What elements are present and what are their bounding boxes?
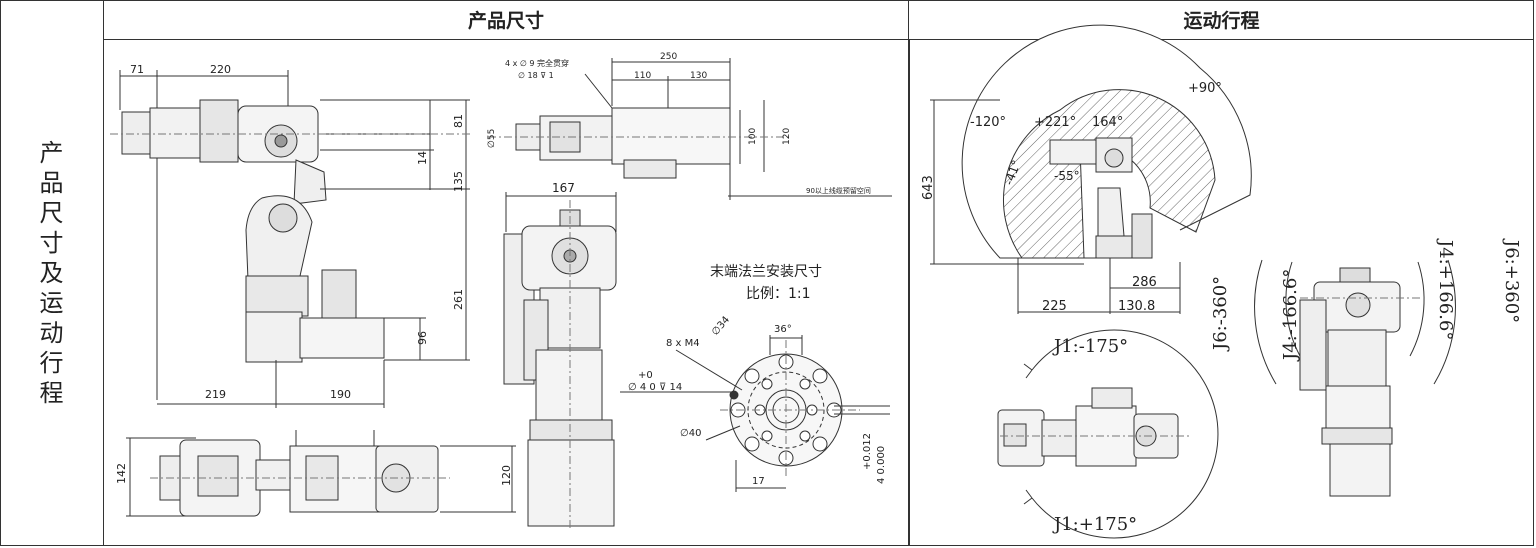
row-label-char: 品: [39, 169, 64, 197]
dim-120: 120: [782, 128, 792, 145]
dim-643: 643: [921, 175, 936, 200]
tol-plus: +0: [638, 370, 653, 381]
flange-drawing: [620, 335, 890, 492]
dim-8xm4: 8 x M4: [666, 338, 700, 349]
row-label-char: 产: [39, 139, 64, 167]
dim-130: 130: [690, 71, 707, 81]
dim-14: 14: [416, 151, 429, 165]
j1-minus-label: J1:-175°: [1052, 336, 1128, 357]
j6-plus-label: J6:+360°: [1501, 238, 1522, 323]
dim-36deg: 36°: [774, 324, 792, 335]
dim-100: 100: [748, 128, 758, 145]
hole-note-2: ∅ 18 ⊽ 1: [518, 71, 554, 80]
header-range-of-motion: 运动行程: [909, 0, 1534, 40]
front-view: [503, 192, 617, 530]
angle-plus221: +221°: [1034, 115, 1076, 130]
angle-plus90: +90°: [1188, 81, 1222, 96]
j4-minus-label: J4:-166.6°: [1280, 269, 1301, 362]
column-divider: [908, 40, 910, 546]
bottom-view: [126, 430, 516, 517]
j4-j6-labels: J6:-360° J4:-166.6° J4:+166.6° J6:+360°: [1210, 238, 1522, 362]
row-label-char: 运: [39, 289, 64, 317]
angle-minus55: -55°: [1054, 169, 1080, 183]
dim-190: 190: [330, 388, 351, 401]
dim-219: 219: [205, 388, 226, 401]
angle-minus120: -120°: [970, 115, 1006, 130]
dim-96: 96: [416, 331, 429, 345]
dim-250: 250: [660, 52, 677, 62]
tol2-a: +0.012: [862, 433, 873, 470]
dim-167: 167: [552, 181, 575, 195]
dim-130-8: 130.8: [1118, 299, 1155, 314]
workspace-diagram: [930, 24, 1252, 314]
side-view: [110, 70, 470, 408]
angle-164: 164°: [1092, 115, 1123, 130]
hole-note-1: 4 x ∅ 9 完全贯穿: [505, 58, 569, 68]
j4-j6-rotation-diagram: [1254, 259, 1456, 497]
j1-rotation-diagram: [997, 329, 1219, 539]
dim-225: 225: [1042, 299, 1067, 314]
dim-135: 135: [452, 171, 465, 192]
dim-55: ∅55: [487, 129, 497, 148]
row-label-char: 及: [39, 259, 64, 287]
side-view-dimensions: 71 220 81 14 135 261 96 219 190: [130, 63, 465, 401]
row-label-char: 动: [39, 319, 64, 347]
row-label-char: 尺: [39, 199, 64, 227]
cable-note: 90以上线缆预留空间: [806, 186, 871, 195]
flange-title: 末端法兰安装尺寸: [710, 264, 822, 280]
row-label-char: 寸: [39, 229, 64, 257]
dim-286: 286: [1132, 275, 1157, 290]
dim-81: 81: [452, 114, 465, 128]
flange-labels: 末端法兰安装尺寸 比例：1:1 ∅34 36° 8 x M4 +0 ∅ 4 0 …: [628, 264, 887, 487]
front-view-dimensions: 167: [552, 181, 575, 195]
dim-71: 71: [130, 63, 144, 76]
j4-plus-label: J4:+166.6°: [1435, 238, 1456, 340]
j6-minus-label: J6:-360°: [1210, 276, 1231, 352]
dim-261: 261: [452, 289, 465, 310]
top-view: [488, 58, 892, 200]
dim-hole: ∅ 4 0 ⊽ 14: [628, 382, 682, 393]
j1-labels: J1:-175° J1:+175°: [1052, 336, 1137, 535]
row-label-char: 程: [39, 379, 64, 407]
row-label-cell: 产 品 尺 寸 及 运 动 行 程: [0, 0, 104, 546]
j1-plus-label: J1:+175°: [1052, 514, 1137, 535]
dim-220: 220: [210, 63, 231, 76]
header-product-dimensions: 产品尺寸: [104, 0, 909, 40]
dim-d34: ∅34: [710, 314, 732, 337]
dim-120-bottom: 120: [500, 465, 513, 486]
tol2-b: 4 0.000: [876, 446, 887, 484]
dim-110: 110: [634, 71, 651, 81]
top-view-dimensions: 4 x ∅ 9 完全贯穿 ∅ 18 ⊽ 1 250 110 130 ∅55 10…: [487, 52, 871, 195]
dim-d40: ∅40: [680, 428, 701, 439]
dim-17: 17: [752, 476, 765, 487]
flange-scale: 比例：1:1: [746, 286, 811, 302]
bottom-view-dimensions: 142 120: [115, 463, 513, 486]
row-label: 产 品 尺 寸 及 运 动 行 程: [40, 140, 64, 406]
dim-142: 142: [115, 463, 128, 484]
row-label-char: 行: [39, 349, 64, 377]
